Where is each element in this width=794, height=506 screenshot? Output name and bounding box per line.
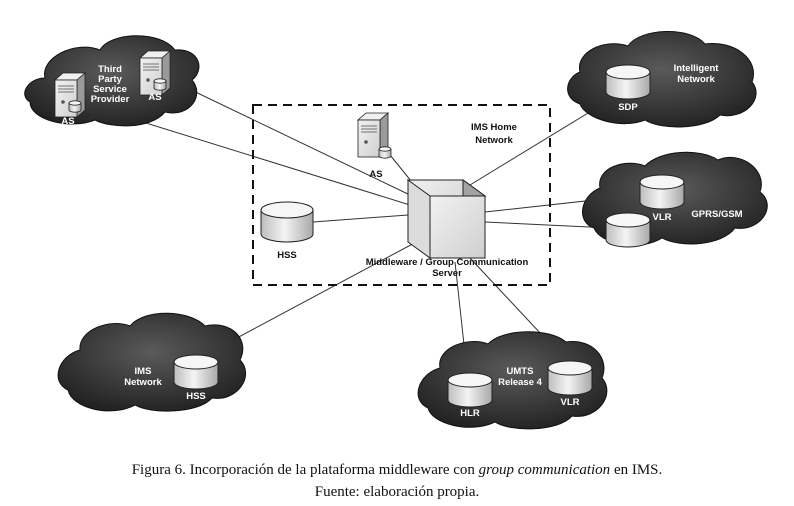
third-party-title-3: Service [93,84,127,95]
middleware-server-icon [406,179,487,259]
ims-network-title-1: IMS [135,366,152,377]
gprs-hlr-database-icon [605,212,651,248]
sdp-label: SDP [618,102,638,113]
gprs-vlr-label: VLR [653,212,672,223]
caption-italic: group communication [478,462,611,478]
third-party-title-1: Third [98,64,122,75]
sdp-database-icon [605,64,651,100]
server-label-1: Middleware / Group Communication [366,257,529,268]
ims-network-title-2: Network [124,377,162,388]
cloud-intelligent-network [567,31,757,128]
intelligent-title-2: Network [677,74,715,85]
gprs-vlr-database-icon [639,174,685,210]
umts-vlr-label: VLR [561,397,580,408]
third-party-as-server-1-icon [54,72,86,118]
caption-prefix: Figura 6. Incorporación de la plataforma… [131,462,479,478]
link-third-party-as [159,74,411,196]
link-home-hss [312,214,409,223]
ims-network-hss-label: HSS [186,391,206,402]
umts-hlr-database-icon [447,372,493,408]
home-hss-database-icon [260,201,314,243]
server-label-2: Server [432,268,462,279]
third-party-title-2: Party [98,74,122,85]
third-party-as-label-1: AS [61,116,74,127]
intelligent-title-1: Intelligent [674,63,720,74]
home-as-label: AS [369,169,382,180]
third-party-as-label-2: AS [148,92,161,103]
figure-caption: Figura 6. Incorporación de la plataforma… [0,462,794,479]
third-party-title-4: Provider [91,94,130,105]
umts-hlr-label: HLR [460,408,480,419]
umts-title-1: UMTS [507,366,534,377]
figure-source: Fuente: elaboración propia. [314,484,480,500]
ims-home-title-2: Network [475,135,513,146]
umts-vlr-database-icon [547,360,593,396]
ims-hss-database-icon [173,354,219,390]
link-ims-hss [204,239,421,356]
ims-home-title-1: IMS Home [471,122,517,133]
link-hlr [484,221,611,229]
umts-title-2: Release 4 [498,377,543,388]
gprs-hlr-label: HLR [618,250,638,261]
ims-home-boundary [252,104,551,286]
gprs-title: GPRS/GSM [691,209,742,220]
home-hss-label: HSS [277,250,297,261]
link-sdp [469,109,594,186]
third-party-as-server-2-icon [139,50,171,96]
home-as-server-icon [357,112,392,159]
caption-suffix: en IMS. [610,462,663,478]
